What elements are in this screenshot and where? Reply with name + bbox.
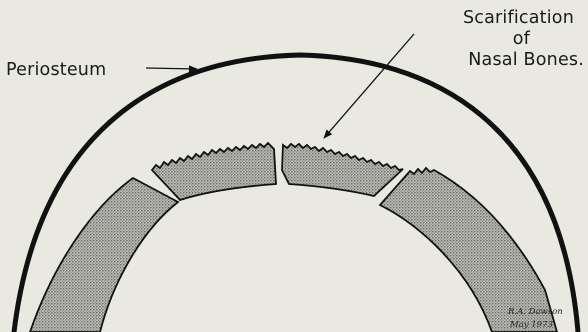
scarification-label-line3: Nasal Bones. [468,50,584,70]
scarification-label-line2: of [513,29,530,49]
svg-text:R.A. Dawson: R.A. Dawson [507,307,563,317]
periosteum-leader-line [146,68,197,69]
svg-text:May 1973: May 1973 [509,320,553,330]
scarification-leader-line [324,34,414,138]
nasal-bone-left-central [152,143,276,200]
scarification-label-line1: Scarification [463,8,574,28]
nasal-bone-right-central [282,144,403,196]
periosteum-label: Periosteum [6,60,106,80]
